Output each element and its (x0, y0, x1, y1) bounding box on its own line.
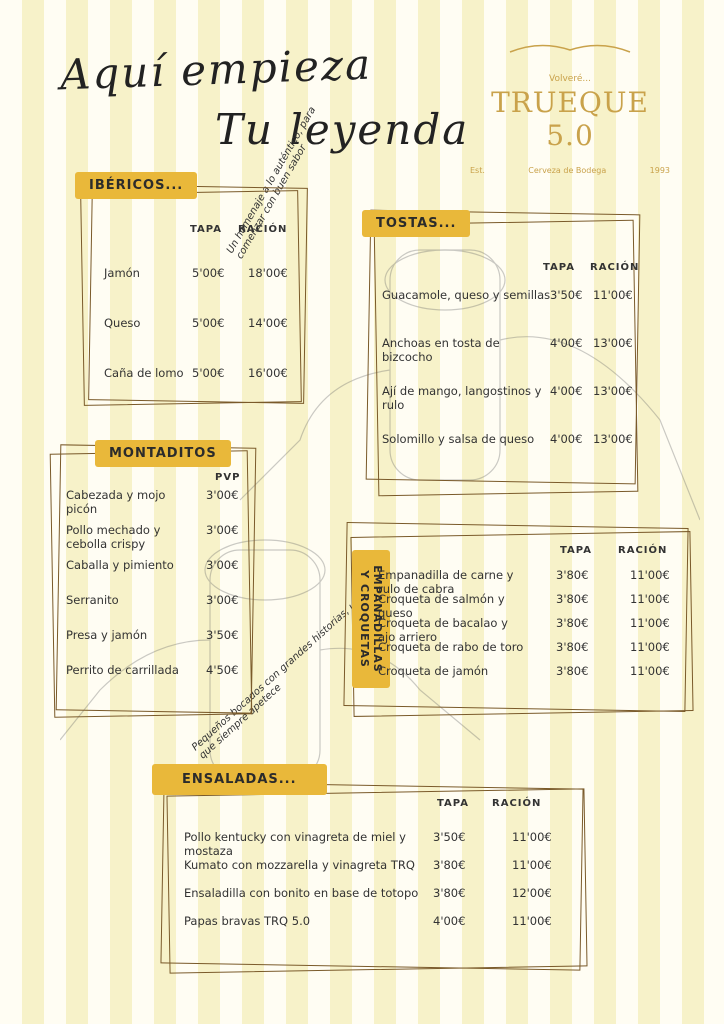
ensaladas-item-name: Kumato con mozzarella y vinagreta TRQ (184, 858, 415, 872)
ibericos-col-racion: RACIÓN (238, 224, 288, 235)
empanadillas-item-racion: 11'00€ (630, 592, 670, 606)
montaditos-item-name: Caballa y pimiento (66, 558, 174, 572)
ibericos-item-name: Jamón (104, 266, 140, 280)
tostas-item-racion: 13'00€ (593, 336, 633, 350)
ensaladas-item-racion: 11'00€ (512, 830, 552, 844)
tostas-item-name: Anchoas en tosta de bizcocho (382, 336, 500, 364)
empanadillas-item-tapa: 3'80€ (556, 664, 589, 678)
tostas-item-tapa: 4'00€ (550, 384, 583, 398)
logo-wave-icon (509, 44, 631, 53)
ensaladas-item-name: Ensaladilla con bonito en base de totopo (184, 886, 419, 900)
ibericos-item-name: Queso (104, 316, 141, 330)
empanadillas-item-tapa: 3'80€ (556, 568, 589, 582)
empanadillas-item-name: Croqueta de salmón y queso (378, 592, 505, 620)
headline-line2: Tu leyenda (215, 105, 470, 154)
ibericos-item-name: Caña de lomo (104, 366, 184, 380)
tostas-item-tapa: 4'00€ (550, 432, 583, 446)
tostas-item-name: Guacamole, queso y semillas (382, 288, 551, 302)
montaditos-item-price: 4'50€ (206, 663, 239, 677)
logo-subtitle: Cerveza de Bodega (528, 166, 607, 175)
tostas-item-tapa: 3'50€ (550, 288, 583, 302)
ibericos-item-tapa: 5'00€ (192, 366, 225, 380)
empanadillas-item-name: Empanadilla de carne y rulo de cabra (378, 568, 514, 596)
tostas-item-name: Ají de mango, langostinos y rulo (382, 384, 542, 412)
ensaladas-item-tapa: 4'00€ (433, 914, 466, 928)
empanadillas-item-name: Croqueta de jamón (378, 664, 489, 678)
ensaladas-frame-2 (166, 788, 588, 974)
tostas-item-name: Solomillo y salsa de queso (382, 432, 535, 446)
montaditos-col-pvp: PVP (215, 472, 241, 483)
montaditos-item-price: 3'00€ (206, 558, 239, 572)
logo-tagline: Volveré... (549, 74, 591, 84)
empanadillas-item-tapa: 3'80€ (556, 592, 589, 606)
empanadillas-item-tapa: 3'80€ (556, 616, 589, 630)
empanadillas-item-name: Croqueta de bacalao y ajo arriero (378, 616, 508, 644)
empanadillas-item-racion: 11'00€ (630, 616, 670, 630)
empanadillas-item-tapa: 3'80€ (556, 640, 589, 654)
logo-name: TRUEQUE 5.0 (491, 86, 649, 152)
empanadillas-col-tapa: TAPA (560, 545, 592, 556)
montaditos-item-name: Pollo mechado y cebolla crispy (66, 523, 161, 551)
montaditos-item-name: Perrito de carrillada (66, 663, 179, 677)
empanadillas-item-name: Croqueta de rabo de toro (378, 640, 524, 654)
ibericos-item-racion: 16'00€ (248, 366, 288, 380)
ibericos-item-tapa: 5'00€ (192, 316, 225, 330)
montaditos-item-name: Cabezada y mojo picón (66, 488, 166, 516)
montaditos-item-price: 3'00€ (206, 593, 239, 607)
empanadillas-item-racion: 11'00€ (630, 568, 670, 582)
ensaladas-col-tapa: TAPA (437, 798, 469, 809)
montaditos-item-price: 3'00€ (206, 523, 239, 537)
ibericos-item-tapa: 5'00€ (192, 266, 225, 280)
tostas-item-racion: 13'00€ (593, 432, 633, 446)
logo-subline: Est. Cerveza de Bodega 1993 (470, 166, 670, 175)
tostas-col-racion: RACIÓN (590, 262, 640, 273)
ibericos-title: IBÉRICOS... (75, 172, 198, 199)
toasting-hands-illustration (60, 249, 700, 780)
ensaladas-item-tapa: 3'50€ (433, 830, 466, 844)
montaditos-item-price: 3'50€ (206, 628, 239, 642)
logo-year: 1993 (649, 166, 670, 175)
ensaladas-item-tapa: 3'80€ (433, 858, 466, 872)
ensaladas-item-racion: 11'00€ (512, 858, 552, 872)
tostas-item-racion: 11'00€ (593, 288, 633, 302)
montaditos-title: MONTADITOS (95, 440, 231, 467)
montaditos-item-price: 3'00€ (206, 488, 239, 502)
montaditos-item-name: Serranito (66, 593, 119, 607)
tostas-item-tapa: 4'00€ (550, 336, 583, 350)
ensaladas-item-racion: 12'00€ (512, 886, 552, 900)
empanadillas-col-racion: RACIÓN (618, 545, 668, 556)
ensaladas-item-racion: 11'00€ (512, 914, 552, 928)
ensaladas-title: ENSALADAS... (152, 764, 327, 795)
ensaladas-item-name: Pollo kentucky con vinagreta de miel y m… (184, 830, 406, 858)
ibericos-item-racion: 18'00€ (248, 266, 288, 280)
trueque-logo: Volveré... TRUEQUE 5.0 Est. Cerveza de B… (470, 40, 670, 175)
montaditos-item-name: Presa y jamón (66, 628, 148, 642)
ensaladas-item-name: Papas bravas TRQ 5.0 (184, 914, 311, 928)
ensaladas-item-tapa: 3'80€ (433, 886, 466, 900)
empanadillas-item-racion: 11'00€ (630, 640, 670, 654)
tostas-title: TOSTAS... (362, 210, 471, 237)
tostas-item-racion: 13'00€ (593, 384, 633, 398)
empanadillas-item-racion: 11'00€ (630, 664, 670, 678)
logo-est: Est. (470, 166, 485, 175)
ibericos-col-tapa: TAPA (190, 224, 222, 235)
tostas-col-tapa: TAPA (543, 262, 575, 273)
ibericos-item-racion: 14'00€ (248, 316, 288, 330)
ensaladas-col-racion: RACIÓN (492, 798, 542, 809)
